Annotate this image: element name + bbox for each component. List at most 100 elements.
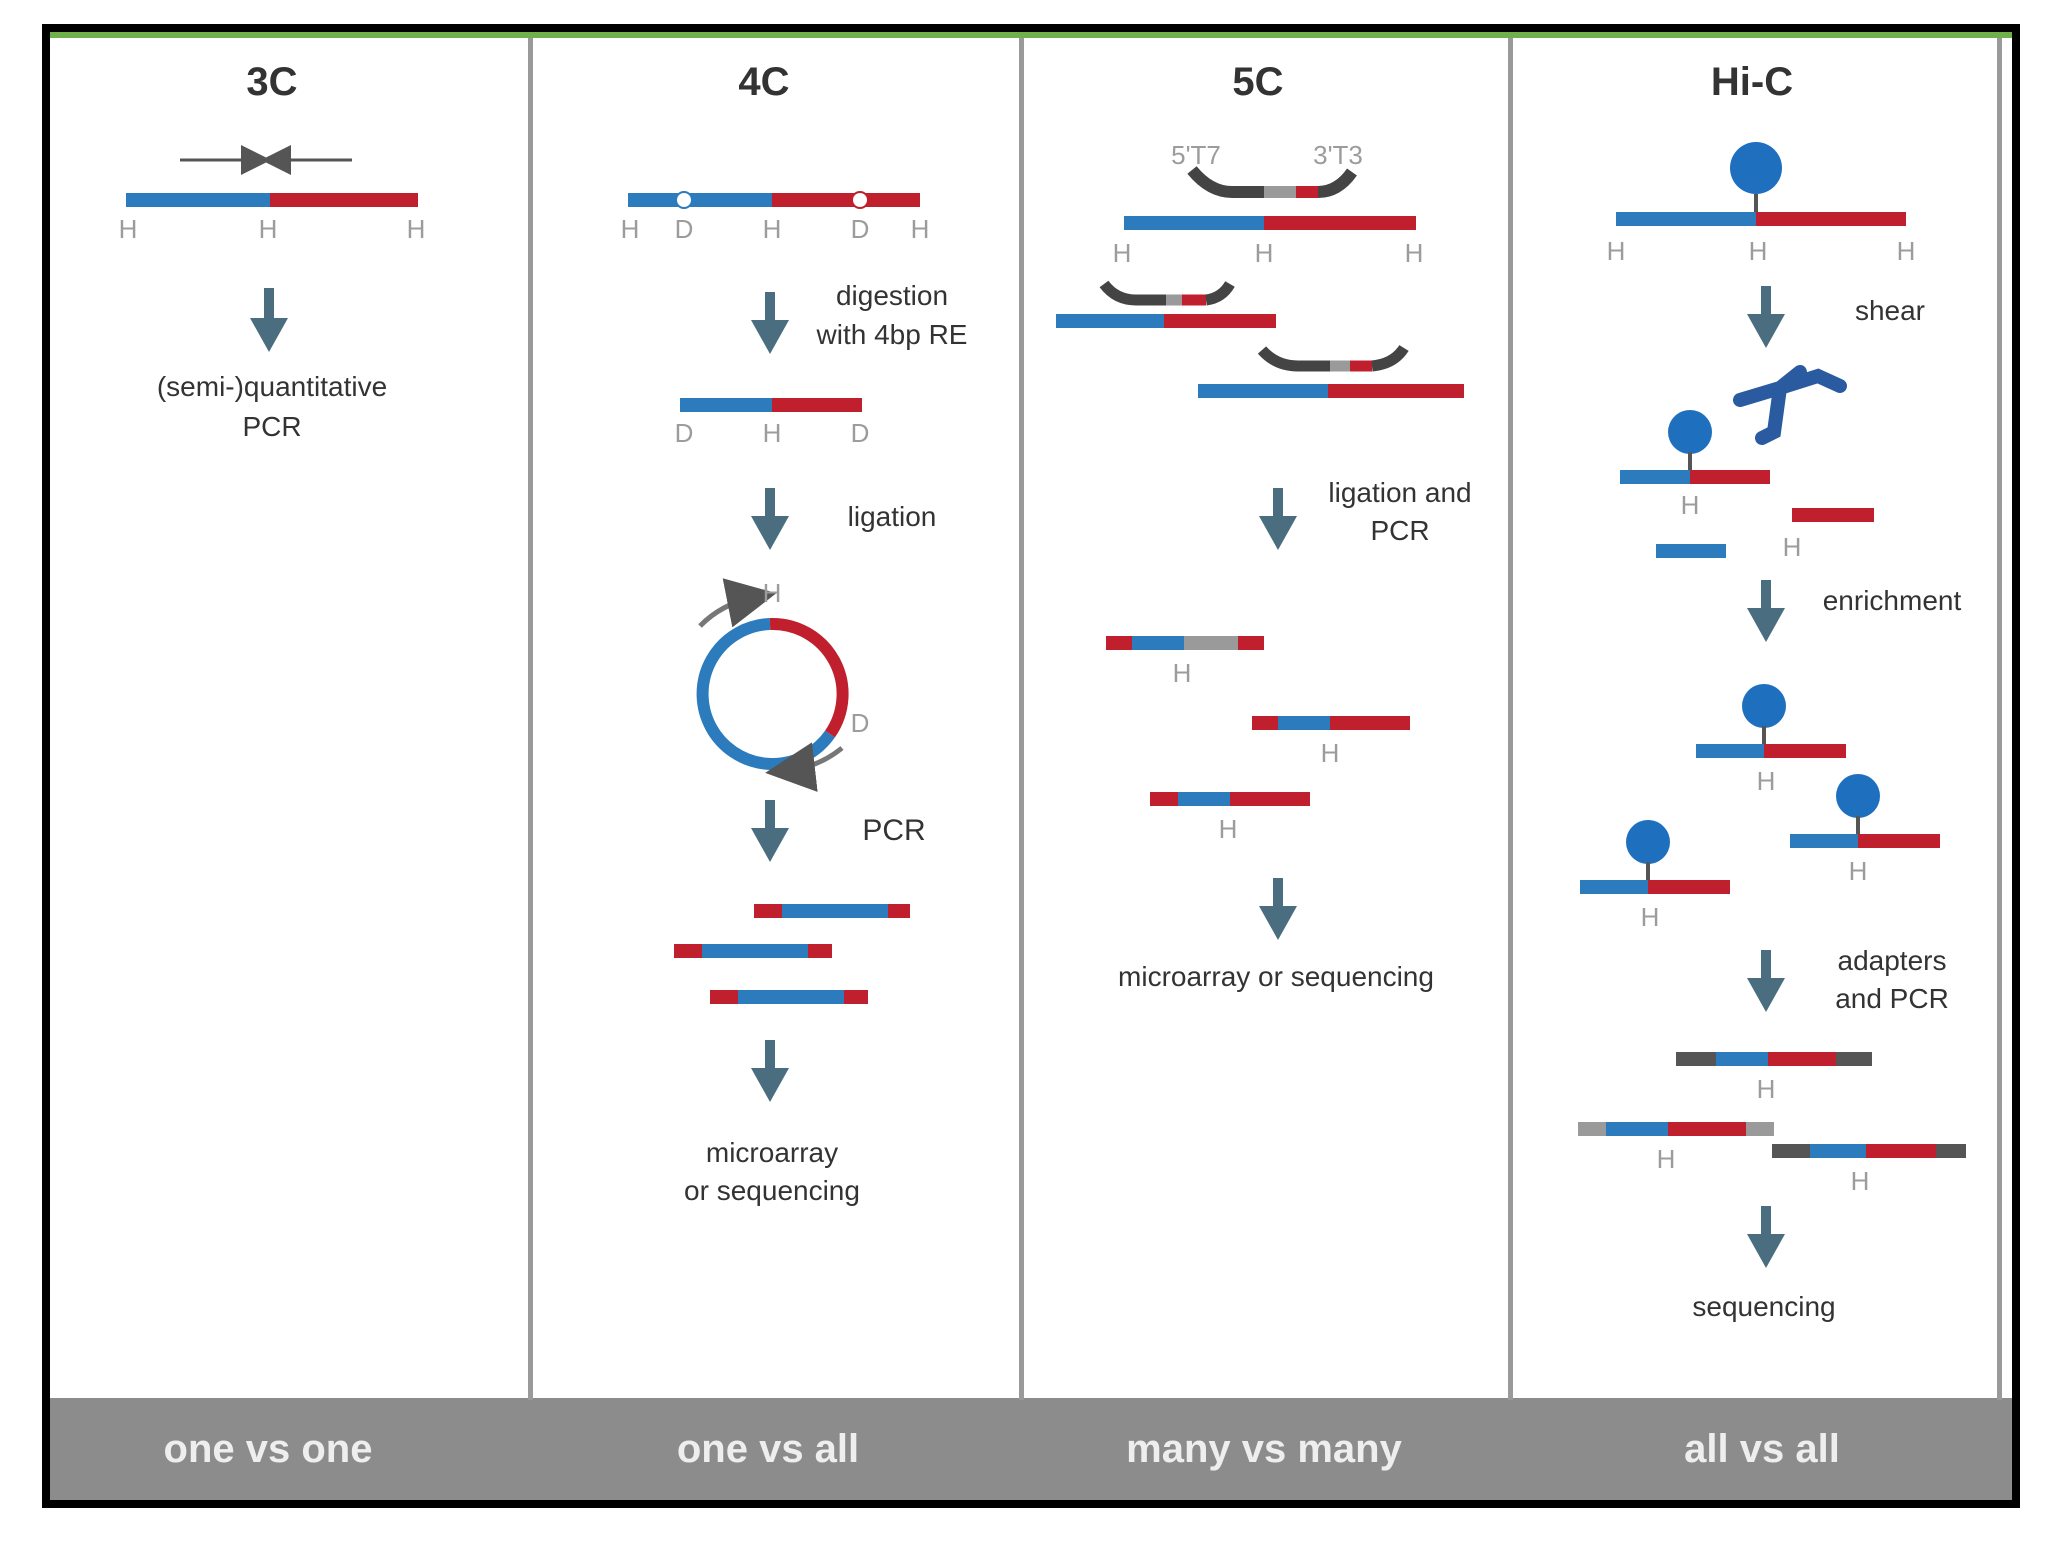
panel-divider (528, 38, 533, 1400)
site-label-h: H (1757, 1074, 1776, 1104)
dna-blue-segment (1656, 544, 1726, 558)
footer-label-4c: one vs all (677, 1427, 859, 1471)
site-label-h: H (1405, 238, 1424, 268)
site-label-h: H (1757, 766, 1776, 796)
site-label-h: H (1681, 490, 1700, 520)
pcr-product (710, 990, 868, 1004)
dna-blue-segment (628, 193, 772, 207)
pcr-product (754, 904, 910, 918)
panel-divider (1997, 38, 2002, 1400)
dna-red-segment (1858, 834, 1940, 848)
footer-label-hic: all vs all (1684, 1427, 1840, 1471)
dna-blue-segment (1056, 314, 1164, 328)
restriction-site-dot (676, 192, 692, 208)
dna-red-segment (270, 193, 418, 207)
step-label: (semi-)quantitative (157, 371, 387, 402)
biotin-stem (1646, 862, 1650, 880)
dna-red-segment (1792, 508, 1874, 522)
site-label-h: H (1749, 236, 1768, 266)
ligation-product (1150, 792, 1310, 806)
site-label-h: H (1851, 1166, 1870, 1196)
adapter-ligated-product (1578, 1122, 1774, 1136)
site-label-h: H (1113, 238, 1132, 268)
biotin-stem (1856, 816, 1860, 834)
restriction-site-dot (852, 192, 868, 208)
biotin-marker (1668, 410, 1712, 454)
step-label: PCR (242, 411, 301, 442)
site-label-h: H (621, 214, 640, 244)
step-label: PCR (1370, 515, 1429, 546)
dna-blue-segment (1620, 470, 1690, 484)
site-label-h: H (407, 214, 426, 244)
step-label: and PCR (1835, 983, 1949, 1014)
site-label-h: H (1219, 814, 1238, 844)
dna-red-segment (1690, 470, 1770, 484)
dna-red-segment (1764, 744, 1846, 758)
dna-red-segment (1164, 314, 1276, 328)
footer-label-3c: one vs one (164, 1427, 373, 1471)
site-label-h: H (1255, 238, 1274, 268)
step-label: enrichment (1823, 585, 1962, 616)
step-label: microarray (706, 1137, 838, 1168)
site-label-h: H (1173, 658, 1192, 688)
step-label: PCR (862, 814, 925, 847)
biotin-marker (1730, 142, 1782, 194)
panel-divider (1508, 38, 1513, 1400)
site-label-h: H (763, 578, 782, 608)
ligation-product (1252, 716, 1410, 730)
site-label-d: D (675, 214, 694, 244)
biotin-stem (1762, 726, 1766, 744)
dna-blue-segment (1616, 212, 1756, 226)
dna-blue-segment (1790, 834, 1858, 848)
step-label: adapters (1838, 945, 1947, 976)
dna-blue-segment (1580, 880, 1648, 894)
step-label: with 4bp RE (816, 319, 968, 350)
site-label-d: D (675, 418, 694, 448)
site-label-h: H (911, 214, 930, 244)
adapter-ligated-product (1772, 1144, 1966, 1158)
dna-blue-segment (126, 193, 270, 207)
panel-divider (1019, 38, 1024, 1400)
site-label-h: H (1849, 856, 1868, 886)
pcr-product (674, 944, 832, 958)
site-label-d: D (851, 708, 870, 738)
outer-frame (46, 28, 2016, 1504)
dna-red-segment (1264, 216, 1416, 230)
primer-label-t3: 3'T3 (1313, 140, 1363, 170)
site-label-h: H (1607, 236, 1626, 266)
biotin-marker (1836, 774, 1880, 818)
dna-red-segment (1648, 880, 1730, 894)
site-label-h: H (763, 418, 782, 448)
step-label: ligation and (1328, 477, 1471, 508)
dna-red-segment (772, 193, 920, 207)
dna-blue-segment (680, 398, 772, 412)
dna-red-segment (772, 398, 862, 412)
site-label-h: H (1897, 236, 1916, 266)
panel-title-hic: Hi-C (1711, 60, 1793, 104)
site-label-h: H (119, 214, 138, 244)
step-label: or sequencing (684, 1175, 860, 1206)
panel-title-4c: 4C (738, 60, 789, 104)
step-label: digestion (836, 280, 948, 311)
biotin-marker (1626, 820, 1670, 864)
dna-blue-segment (1198, 384, 1328, 398)
step-label: microarray or sequencing (1118, 961, 1434, 992)
biotin-stem (1688, 452, 1692, 470)
step-label: shear (1855, 295, 1925, 326)
primer-label-t7: 5'T7 (1171, 140, 1221, 170)
site-label-h: H (1783, 532, 1802, 562)
step-label: sequencing (1692, 1291, 1835, 1322)
step-label: ligation (848, 501, 937, 532)
dna-red-segment (1328, 384, 1464, 398)
site-label-h: H (1321, 738, 1340, 768)
dna-blue-segment (1124, 216, 1264, 230)
site-label-h: H (1657, 1144, 1676, 1174)
site-label-h: H (1641, 902, 1660, 932)
site-label-d: D (851, 418, 870, 448)
dna-red-segment (1756, 212, 1906, 226)
top-accent-line (50, 32, 2012, 38)
panel-title-3c: 3C (246, 60, 297, 104)
footer-label-5c: many vs many (1126, 1427, 1402, 1471)
adapter-ligated-product (1676, 1052, 1872, 1066)
